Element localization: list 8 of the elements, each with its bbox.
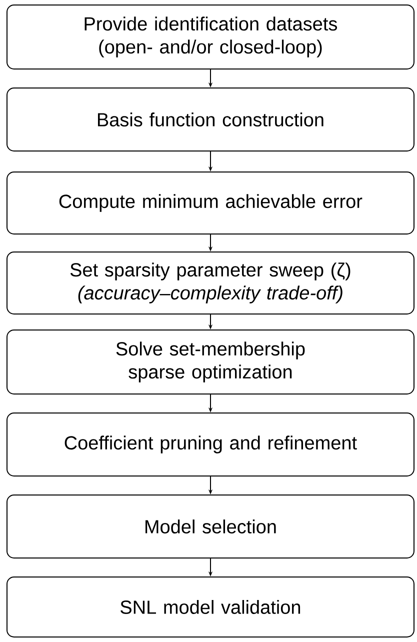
process-box: Solve set-membership sparse optimization [6,330,414,394]
process-box: Model selection [6,494,414,558]
process-box: Basis function construction [6,88,414,152]
process-box: Set sparsity parameter sweep (ζ) (accuracy–complexity trade-off) [6,252,414,314]
process-box: Compute minimum achievable error [6,172,414,234]
process-box: Coefficient pruning and refinement [6,412,414,476]
process-box: SNL model validation [6,576,414,638]
process-box: Provide identification datasets (open- and/or closed-loop) [6,4,414,70]
